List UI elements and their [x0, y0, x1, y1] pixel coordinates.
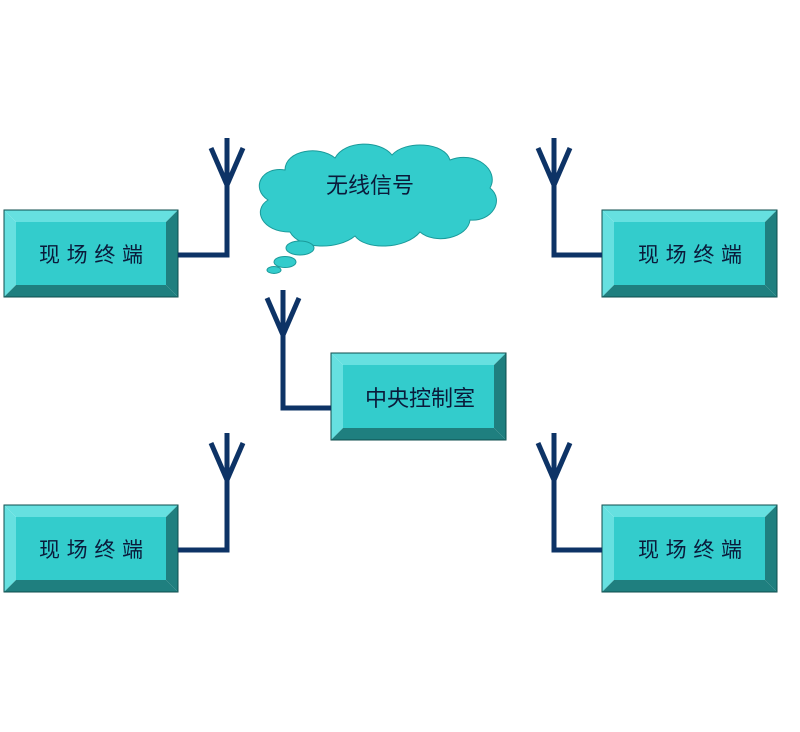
- bevel-bottom: [331, 428, 506, 440]
- terminal-label: 现 场 终 端: [39, 538, 143, 562]
- bevel-left: [4, 505, 16, 592]
- bevel-right: [166, 505, 178, 592]
- antenna-prong-right: [551, 442, 573, 481]
- bevel-top: [602, 505, 777, 517]
- cloud-bubble-medium: [273, 256, 297, 268]
- terminal-bottom-right: 现 场 终 端: [601, 504, 778, 593]
- bevel-left: [4, 210, 16, 297]
- bevel-bottom: [602, 285, 777, 297]
- antenna-prong-right: [224, 147, 246, 186]
- central-control-room: 中央控制室: [330, 352, 507, 441]
- antenna-top-left: [178, 138, 246, 258]
- bevel-bottom: [602, 580, 777, 592]
- wire: [551, 138, 602, 258]
- box-face: [614, 517, 765, 580]
- antenna-prong-left: [208, 147, 230, 186]
- antenna-prong-left: [535, 442, 557, 481]
- wireless-signal-cloud: 无线信号: [258, 143, 497, 274]
- bevel-left: [331, 353, 343, 440]
- terminal-top-left: 现 场 终 端: [3, 209, 179, 298]
- antenna-prong-right: [280, 297, 302, 336]
- cloud-shape: [258, 143, 497, 247]
- bevel-right: [765, 505, 777, 592]
- bevel-right: [765, 210, 777, 297]
- wire: [280, 290, 331, 411]
- bevel-bottom: [4, 285, 178, 297]
- cloud-label: 无线信号: [326, 174, 414, 199]
- bevel-bottom: [4, 580, 178, 592]
- box-face: [16, 222, 166, 285]
- terminal-top-right: 现 场 终 端: [601, 209, 778, 298]
- terminal-label: 现 场 终 端: [638, 538, 742, 562]
- cloud-bubble-large: [285, 240, 315, 256]
- bevel-top: [4, 210, 178, 222]
- bevel-right: [166, 210, 178, 297]
- antenna-bottom-left: [178, 433, 246, 553]
- box-outline: [330, 352, 507, 441]
- bevel-right: [494, 353, 506, 440]
- bevel-left: [602, 505, 614, 592]
- wire: [178, 138, 230, 258]
- box-face: [343, 365, 494, 428]
- antenna-prong-right: [224, 442, 246, 481]
- antenna-prong-left: [264, 297, 286, 336]
- bevel-top: [4, 505, 178, 517]
- wire: [178, 433, 230, 553]
- control-room-label: 中央控制室: [365, 387, 475, 412]
- antenna-bottom-right: [535, 433, 602, 553]
- antenna-prong-left: [208, 442, 230, 481]
- terminal-label: 现 场 终 端: [39, 243, 143, 267]
- antenna-prong-left: [535, 147, 557, 186]
- cloud-bubble-small: [266, 266, 282, 274]
- antenna-top-right: [535, 138, 602, 258]
- box-face: [614, 222, 765, 285]
- terminal-label: 现 场 终 端: [638, 243, 742, 267]
- bevel-top: [602, 210, 777, 222]
- terminal-bottom-left: 现 场 终 端: [3, 504, 179, 593]
- box-face: [16, 517, 166, 580]
- bevel-top: [331, 353, 506, 365]
- bevel-left: [602, 210, 614, 297]
- wire: [551, 433, 602, 553]
- antenna-prong-right: [551, 147, 573, 186]
- antenna-central: [264, 290, 331, 411]
